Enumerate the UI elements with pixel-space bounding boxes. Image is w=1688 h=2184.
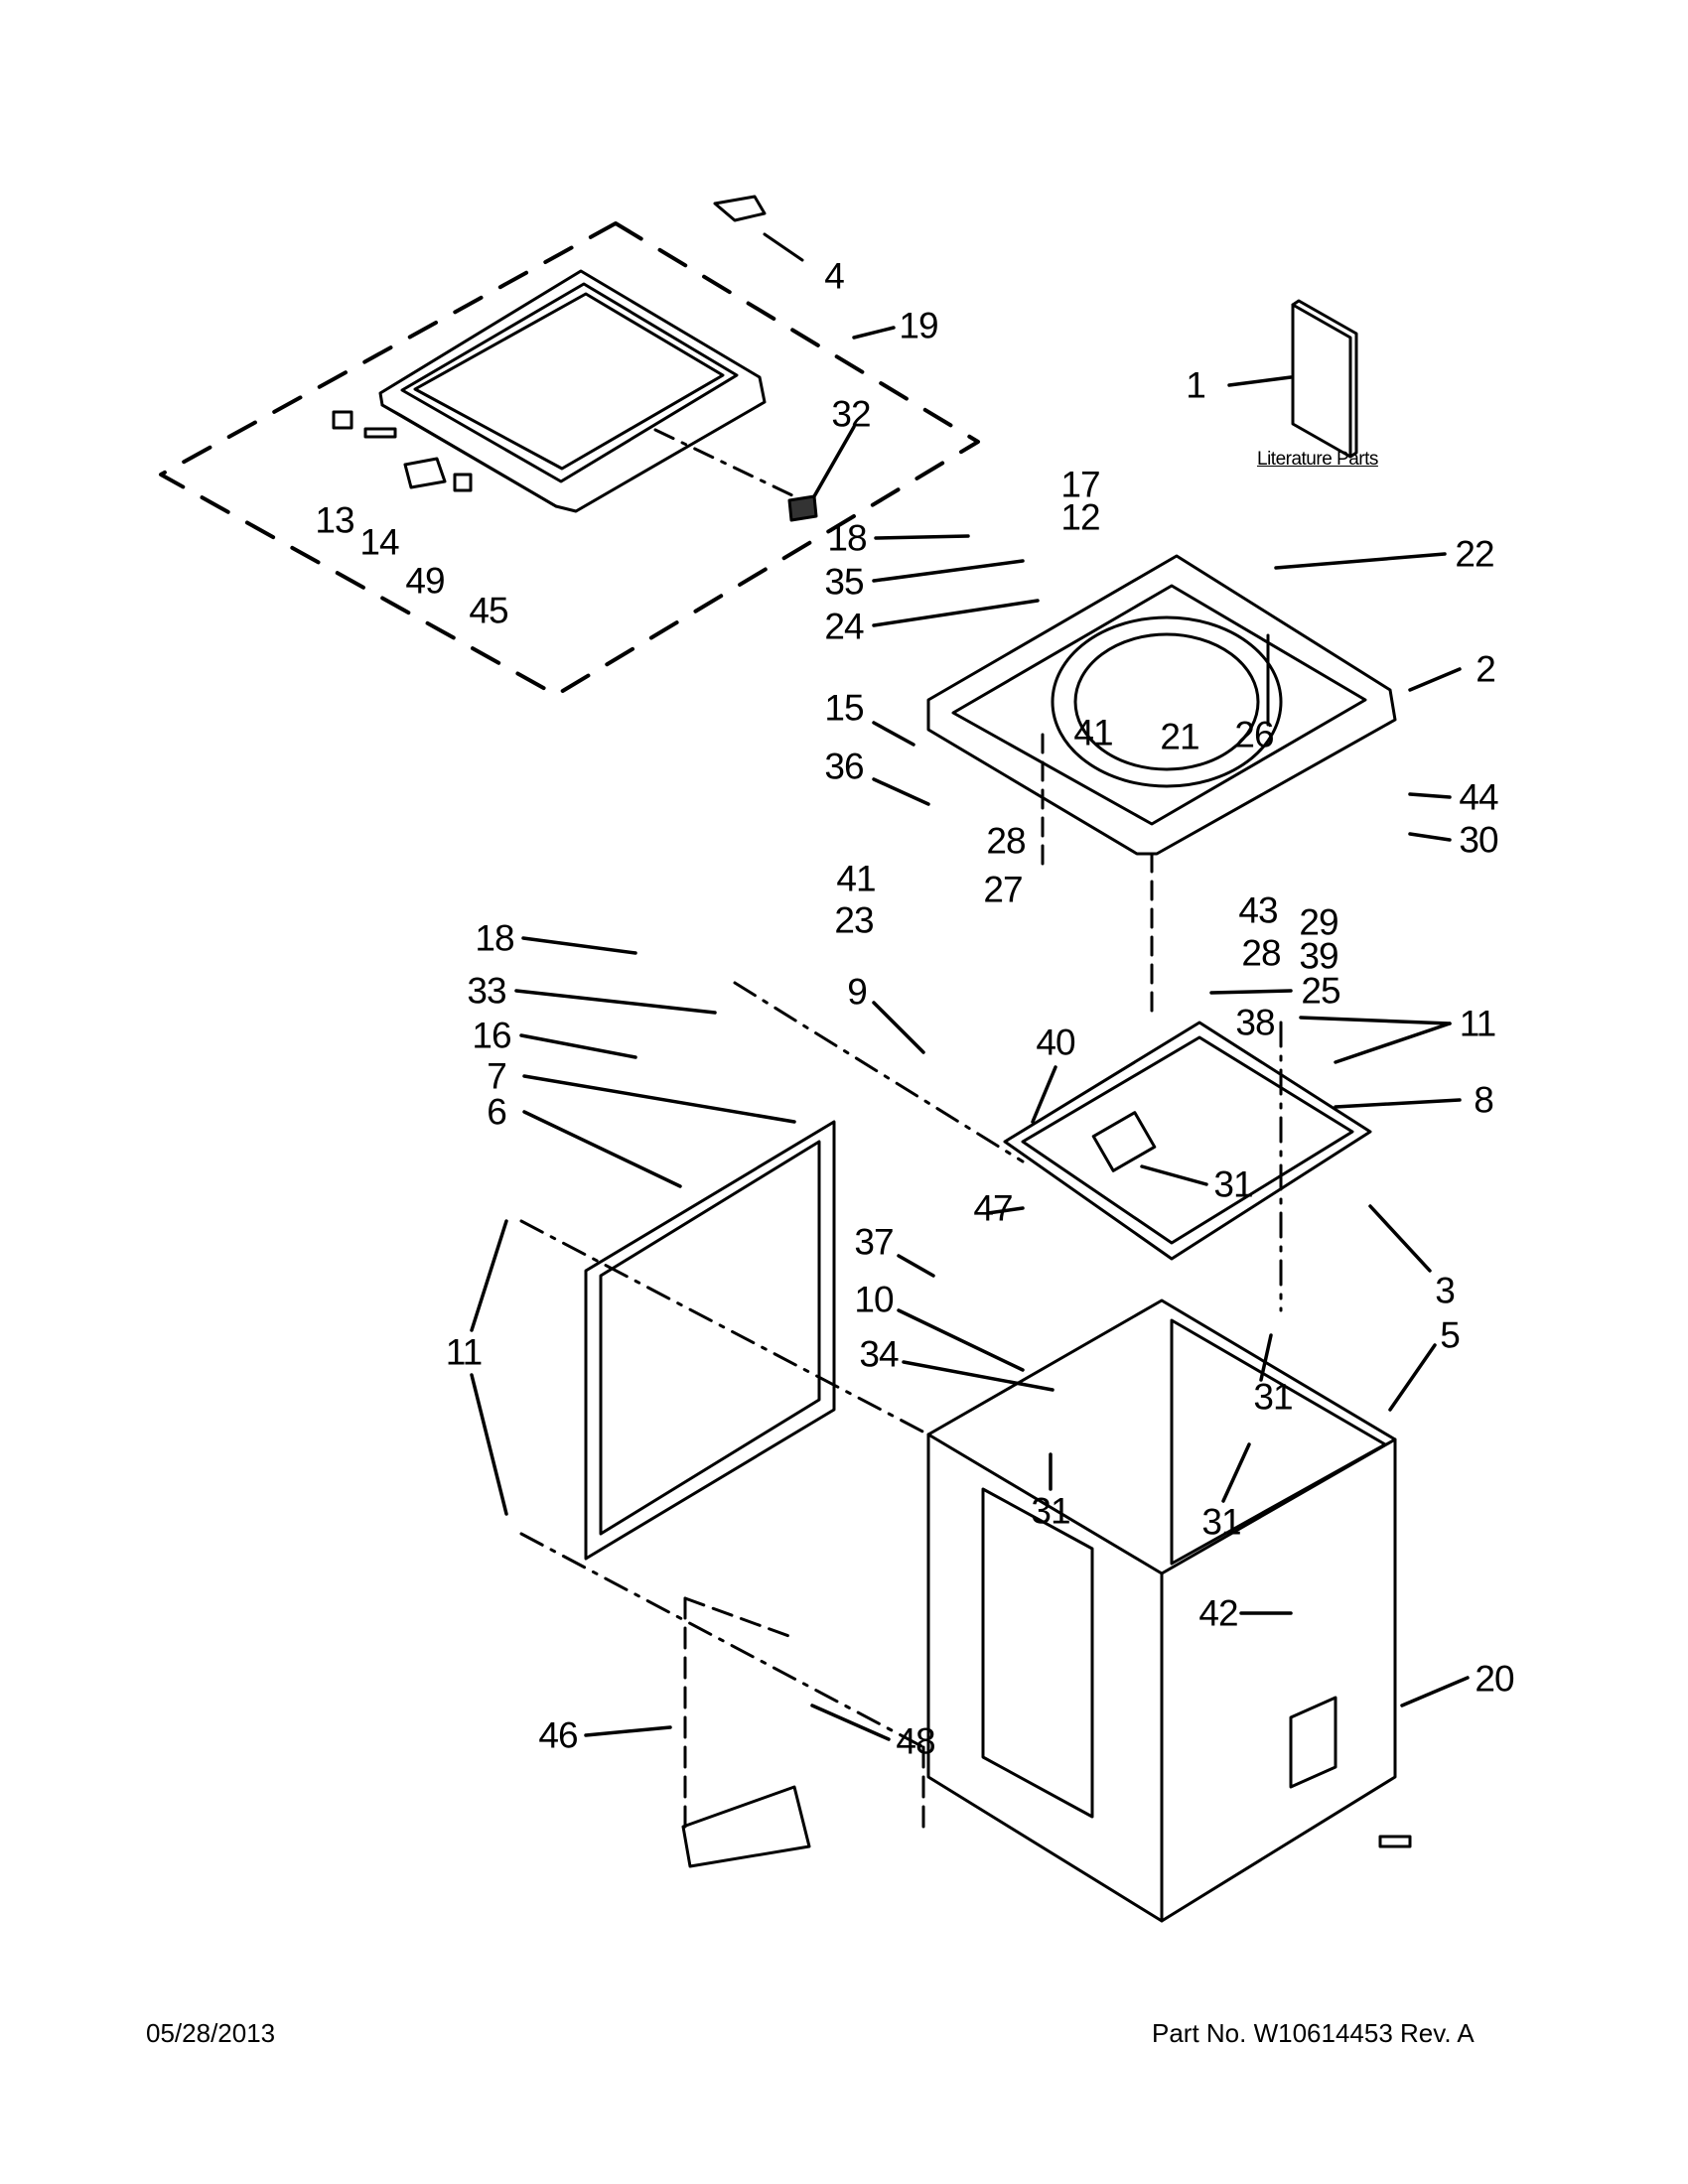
callout-20: 20 <box>1475 1658 1514 1700</box>
callout-5: 5 <box>1440 1314 1461 1356</box>
callout-18: 18 <box>827 517 867 559</box>
base-bracket-drawing <box>681 1596 925 1868</box>
part-number: Part No. W10614453 Rev. A <box>1152 2018 1475 2048</box>
callout-9: 9 <box>847 971 868 1013</box>
callout-35: 35 <box>824 561 864 603</box>
lid-hardware <box>332 410 818 522</box>
callout-4: 4 <box>824 255 845 297</box>
callout-28: 28 <box>1241 932 1281 974</box>
hinge-part-4 <box>713 195 804 262</box>
callout-8: 8 <box>1474 1079 1494 1121</box>
callout-31: 31 <box>1253 1376 1293 1418</box>
callout-40: 40 <box>1036 1022 1075 1063</box>
literature-parts-label: Literature Parts <box>1257 449 1378 470</box>
diagram-date: 05/28/2013 <box>146 2018 276 2048</box>
callout-39: 39 <box>1299 935 1338 977</box>
callout-17: 17 <box>1060 464 1100 505</box>
callout-25: 25 <box>1301 970 1340 1012</box>
callout-23: 23 <box>834 899 874 941</box>
callout-41: 41 <box>1073 712 1113 753</box>
callout-37: 37 <box>854 1221 894 1263</box>
callout-22: 22 <box>1455 533 1494 575</box>
callout-14: 14 <box>359 521 399 563</box>
callout-34: 34 <box>859 1333 899 1375</box>
callout-arrows <box>470 326 1470 1741</box>
callout-6: 6 <box>487 1091 507 1133</box>
callout-30: 30 <box>1459 819 1498 861</box>
callout-31: 31 <box>1213 1163 1253 1205</box>
callout-13: 13 <box>315 499 354 541</box>
cabinet-drawing <box>926 1298 1412 1923</box>
callout-7: 7 <box>487 1055 507 1097</box>
callout-48: 48 <box>896 1720 935 1762</box>
callout-47: 47 <box>973 1187 1013 1229</box>
assembly-leader-lines <box>519 981 1283 1749</box>
callout-28: 28 <box>986 820 1026 862</box>
callout-41: 41 <box>836 858 876 899</box>
callout-33: 33 <box>467 970 506 1012</box>
callout-11: 11 <box>1459 1003 1496 1044</box>
callout-24: 24 <box>824 606 864 647</box>
callout-15: 15 <box>824 687 864 729</box>
callout-18: 18 <box>475 917 514 959</box>
callout-36: 36 <box>824 746 864 787</box>
callout-44: 44 <box>1459 776 1498 818</box>
callout-3: 3 <box>1435 1270 1456 1311</box>
rear-panel-drawing <box>584 1120 836 1561</box>
callout-27: 27 <box>983 869 1023 910</box>
callout-12: 12 <box>1060 496 1100 538</box>
callout-31: 31 <box>1031 1490 1070 1532</box>
callout-26: 26 <box>1234 714 1274 755</box>
callout-19: 19 <box>899 305 938 346</box>
callout-42: 42 <box>1198 1592 1238 1634</box>
callout-29: 29 <box>1299 901 1338 943</box>
literature-book-icon <box>1291 299 1358 459</box>
callout-2: 2 <box>1476 648 1496 690</box>
callout-38: 38 <box>1235 1002 1275 1043</box>
callout-32: 32 <box>831 393 871 435</box>
lid-assembly-boundary <box>159 221 980 697</box>
callout-45: 45 <box>469 590 508 631</box>
callout-49: 49 <box>405 560 445 602</box>
callout-31: 31 <box>1201 1501 1241 1543</box>
cabinet-top-frame-drawing <box>1003 1021 1372 1261</box>
callout-21: 21 <box>1160 716 1199 757</box>
callout-16: 16 <box>472 1015 511 1056</box>
callout-10: 10 <box>854 1279 894 1320</box>
callout-1: 1 <box>1186 364 1206 406</box>
lid-drawing <box>378 269 767 513</box>
callout-11: 11 <box>445 1331 483 1373</box>
callout-46: 46 <box>538 1714 578 1756</box>
top-console-drawing <box>926 554 1397 1015</box>
callout-43: 43 <box>1238 889 1278 931</box>
